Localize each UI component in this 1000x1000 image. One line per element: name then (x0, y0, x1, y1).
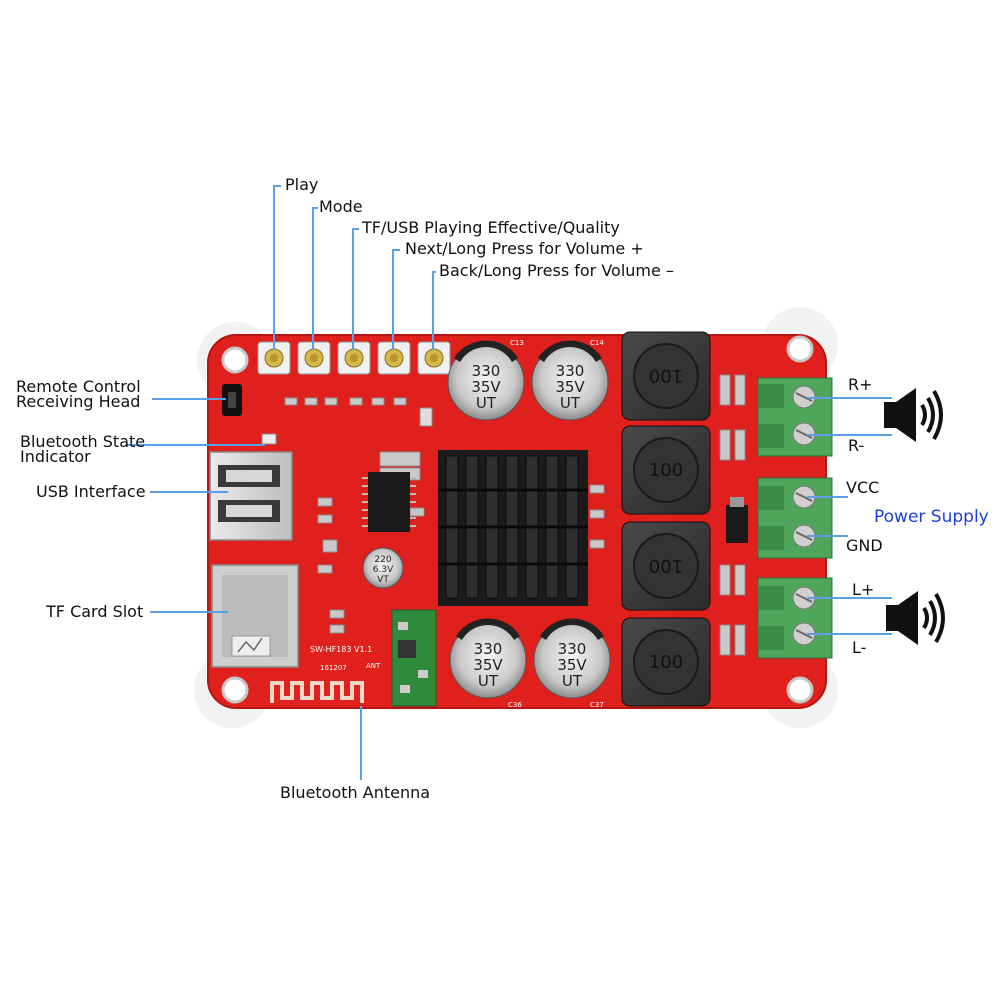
cap-label-c36: C36 (508, 701, 522, 709)
back-callout-line (432, 271, 436, 350)
cap-bl-line1: 330 (474, 640, 503, 658)
cap-tl-line3: UT (476, 394, 497, 412)
bluetooth-state-label: Bluetooth State Indicator (20, 432, 146, 466)
bluetooth-state-led (261, 433, 277, 445)
cap-bl-line3: UT (478, 672, 499, 690)
cap-label-c37: C37 (590, 701, 604, 709)
cap-tr-line2: 35V (555, 378, 585, 396)
inductor-3: 100 (621, 521, 711, 611)
heatsink (438, 450, 588, 606)
usb-port (209, 451, 293, 541)
usb-interface-label: USB Interface (36, 482, 146, 501)
bluetooth-module: SW-HF183 V1.1 161207 ANT (310, 609, 437, 707)
cap-bl-line2: 35V (473, 656, 503, 674)
small-cap-line3: VT (377, 575, 389, 585)
r-plus-label: R+ (848, 375, 873, 394)
capacitor-designators: C13 C14 C36 C37 (508, 339, 604, 709)
button-row (257, 341, 451, 375)
quality-button[interactable] (337, 341, 371, 375)
cap-br-line2: 35V (557, 656, 587, 674)
callout-lines (126, 185, 892, 780)
bluetooth-antenna-label: Bluetooth Antenna (280, 783, 431, 802)
back-button[interactable] (417, 341, 451, 375)
inductor-2-mark: 100 (649, 460, 683, 481)
remote-control-label: Remote Control Receiving Head (16, 377, 141, 411)
bluetooth-state-line2: Indicator (20, 447, 91, 466)
bluetooth-antenna-trace (270, 681, 364, 703)
inductor-2: 100 (621, 425, 711, 515)
mode-button[interactable] (297, 341, 331, 375)
power-supply-label: Power Supply (874, 507, 989, 527)
ir-receiver (222, 384, 242, 416)
next-button[interactable] (377, 341, 411, 375)
smd-components (284, 374, 746, 656)
small-cap-line1: 220 (374, 555, 391, 565)
cap-tr-line1: 330 (556, 362, 585, 380)
main-ic (362, 472, 416, 532)
capacitor-bottom-left: 330 35V UT (449, 618, 527, 699)
mode-label: Mode (319, 197, 363, 216)
quality-callout-line (352, 228, 359, 350)
mode-callout-line (312, 207, 318, 350)
capacitor-top-right: 330 35V UT (531, 340, 609, 421)
capacitor-top-left: 330 35V UT (447, 340, 525, 421)
inductor-3-mark: 100 (649, 555, 683, 576)
inductor-1-mark: 100 (649, 365, 683, 386)
cap-tl-line1: 330 (472, 362, 501, 380)
back-volume-label: Back/Long Press for Volume – (439, 261, 674, 280)
inductor-1: 100 (621, 331, 711, 421)
capacitor-bottom-right: 330 35V UT (533, 618, 611, 699)
terminal-right-speaker (757, 377, 833, 457)
gnd-label: GND (846, 536, 883, 555)
vcc-label: VCC (846, 478, 880, 497)
power-transistor (726, 497, 748, 543)
inductor-4: 100 (621, 617, 711, 707)
speaker-icon (886, 591, 945, 645)
next-volume-label: Next/Long Press for Volume + (405, 239, 644, 258)
next-callout-line (392, 249, 400, 350)
tf-card-slot-label: TF Card Slot (46, 602, 144, 621)
module-ant: ANT (366, 662, 381, 670)
cap-br-line1: 330 (558, 640, 587, 658)
cap-label-c14: C14 (590, 339, 604, 347)
cap-tr-line3: UT (560, 394, 581, 412)
l-minus-label: L- (852, 638, 867, 657)
small-capacitor: 220 6.3V VT (362, 547, 404, 589)
play-label: Play (285, 175, 319, 194)
terminal-power (757, 477, 833, 559)
inductor-4-mark: 100 (649, 652, 683, 673)
remote-control-line2: Receiving Head (16, 392, 141, 411)
cap-tl-line2: 35V (471, 378, 501, 396)
l-plus-label: L+ (852, 580, 875, 599)
speaker-icon (884, 388, 943, 442)
cap-br-line3: UT (562, 672, 583, 690)
play-callout-line (273, 185, 281, 350)
play-button[interactable] (257, 341, 291, 375)
tf-card-slot (211, 564, 299, 668)
cap-label-c13: C13 (510, 339, 524, 347)
bluetooth-state-line1: Bluetooth State (20, 432, 146, 451)
small-cap-line2: 6.3V (373, 565, 394, 575)
module-date: 161207 (320, 664, 347, 672)
terminal-left-speaker (757, 577, 833, 659)
module-label: SW-HF183 V1.1 (310, 645, 372, 654)
r-minus-label: R- (848, 436, 865, 455)
tf-usb-quality-label: TF/USB Playing Effective/Quality (362, 218, 620, 237)
remote-control-line1: Remote Control (16, 377, 141, 396)
